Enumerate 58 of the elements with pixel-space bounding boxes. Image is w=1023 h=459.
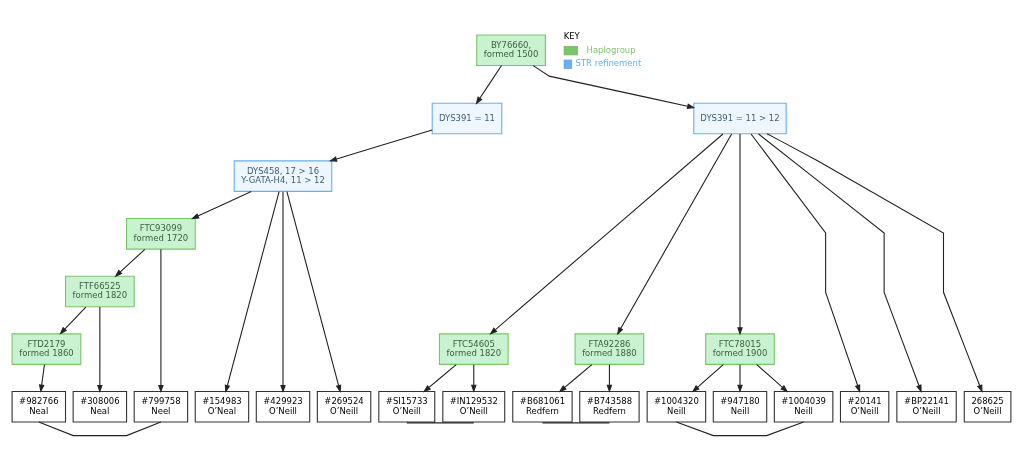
connector [406,421,475,423]
node-box: #B743588 Redfern [579,390,640,423]
arrow [191,190,252,219]
node-box: #IN129532 O’Neill [442,390,506,423]
node-box: 268625 O’Neill [963,390,1012,423]
arrow [766,132,983,393]
node-box: #947180 Neill [712,390,768,423]
arrow [691,363,724,392]
node-box: BY76660, formed 1500 [476,33,546,66]
node-box: #1004039 Neill [773,390,834,423]
arrow [750,132,861,393]
node-box: FTF66525 formed 1820 [64,275,135,307]
arrow [737,363,743,393]
node-box: FTA92286 formed 1880 [574,332,645,365]
node-box: #154983 O’Neal [194,390,250,423]
node-box: #SI15733 O’Neill [378,390,436,423]
arrow [489,132,724,335]
legend-label: Haplogroup [586,44,636,55]
arrow [616,132,733,335]
node-box: DYS458, 17 > 16 Y-GATA-H4, 11 > 12 [233,159,333,192]
arrow [606,363,613,393]
node-box: #BP22141 O’Neill [896,390,957,423]
arrow [475,64,503,105]
arrow [470,363,477,393]
node-box: FTC93099 formed 1720 [126,217,196,250]
node-box: #799758 Neel [133,390,189,423]
legend-label: STR refinement [575,57,642,68]
node-box: FTC78015 formed 1900 [705,332,775,365]
node-box: #308006 Neal [72,390,128,423]
node-box: DYS391 = 11 > 12 [693,102,787,134]
arrow [280,190,286,393]
connector [38,421,162,436]
node-box: #1004320 Neill [646,390,707,423]
node-box: #B681061 Redfern [512,390,573,423]
node-box: DYS391 = 11 [431,102,503,134]
node-box: #429923 O’Neill [255,390,311,423]
node-box: #982766 Neal [11,390,67,423]
node-box: #269524 O’Neill [316,390,372,423]
arrow [38,363,45,393]
arrow [59,305,87,335]
arrow [97,305,103,393]
arrow [737,132,743,335]
arrow [114,248,146,277]
arrow [423,363,457,392]
arrow [224,190,280,393]
node-box: FTC54605 formed 1820 [438,332,509,365]
arrow [758,132,922,393]
label: KEY [563,30,580,41]
arrow [558,363,593,392]
arrow [756,363,789,392]
arrow [158,248,164,393]
connector [675,421,805,436]
node-box: #20141 O’Neill [839,390,890,423]
arrow [286,190,342,393]
arrow [328,128,433,162]
node-box: FTD2179 formed 1860 [11,332,82,365]
connector [541,421,610,423]
arrow [532,64,696,109]
